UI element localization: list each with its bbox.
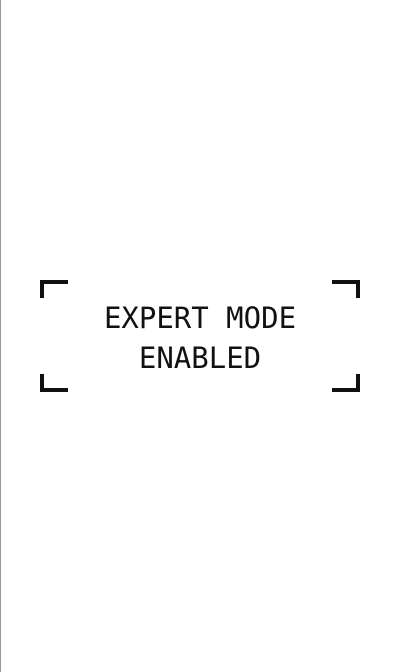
bracket-bottom-left-icon: [40, 374, 68, 392]
bracket-top-left-icon: [40, 280, 68, 298]
bracket-top-right-icon: [332, 280, 360, 298]
message-line-2: ENABLED: [138, 341, 262, 375]
window-left-border: [0, 0, 1, 672]
bracket-bottom-right-icon: [332, 374, 360, 392]
expert-mode-message: EXPERT MODE ENABLED: [40, 298, 360, 378]
expert-mode-banner: EXPERT MODE ENABLED: [40, 280, 360, 392]
message-line-1: EXPERT MODE: [103, 301, 297, 335]
